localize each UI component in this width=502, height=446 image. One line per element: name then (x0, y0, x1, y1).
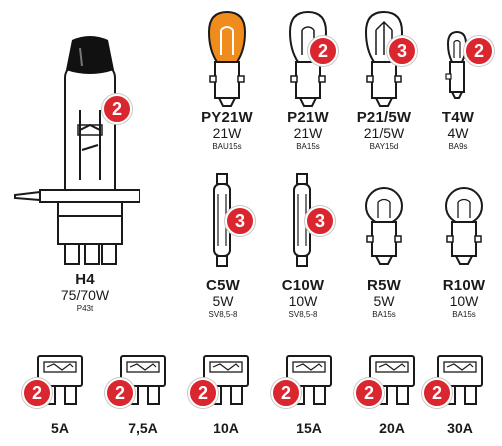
fuse-rating: 7,5A (128, 420, 158, 436)
bulb-label: T4W 4W BA9s (408, 110, 502, 153)
bulb-base: BA15s (372, 310, 396, 319)
bulb-t4w: 2 T4W 4W BA9s (430, 0, 502, 165)
fuse-rating: 5A (51, 420, 69, 436)
bulb-c10w: 3 C10W 10W SV8,5-8 (265, 170, 345, 330)
bulb-label: PY21W 21W BAU15s (177, 110, 277, 153)
t4w-bulb-icon (445, 30, 468, 99)
bulb-name: P21W (287, 109, 329, 126)
bulb-name: H4 (75, 271, 95, 288)
bulb-name: C10W (281, 277, 325, 294)
bulb-wattage: 21W (293, 125, 323, 141)
bulb-label: P21W 21W BA15s (258, 110, 358, 153)
bulb-wattage: 21/5W (363, 125, 405, 141)
h4-bulb-icon (14, 36, 140, 265)
bulb-label: P21/5W 21/5W BAY15d (334, 110, 434, 153)
bulb-wattage: 5W (212, 293, 234, 309)
bulb-name: PY21W (201, 109, 253, 126)
r10w-bulb-icon (445, 187, 483, 265)
bulb-label: H4 75/70W P43t (35, 272, 135, 315)
bulb-name: R10W (442, 277, 486, 294)
fuse-row: 2 5A 2 7,5A 2 10A 2 15A (0, 350, 502, 446)
fuse-rating: 15A (296, 420, 322, 436)
fuse-item: 2 7,5A (103, 350, 185, 446)
fuse-item: 2 15A (269, 350, 351, 446)
qty-badge: 3 (387, 36, 417, 66)
bulb-name: C5W (206, 277, 240, 294)
bulb-name: P21/5W (356, 109, 412, 126)
bulb-base: SV8,5-8 (208, 310, 238, 319)
bulb-wattage: 4W (447, 125, 469, 141)
bulb-base: P43t (76, 304, 94, 313)
qty-badge: 2 (354, 378, 384, 408)
bulb-name: R5W (367, 277, 401, 294)
bulb-base: SV8,5-8 (288, 310, 318, 319)
bulb-name: T4W (441, 109, 475, 126)
bulb-label: R5W 5W BA15s (334, 278, 434, 321)
qty-badge: 2 (464, 36, 494, 66)
bulb-wattage: 10W (288, 293, 318, 309)
bulb-r5w: R5W 5W BA15s (350, 170, 430, 330)
qty-badge: 2 (105, 378, 135, 408)
bulb-py21w: PY21W 21W BAU15s (185, 0, 265, 165)
qty-badge: 2 (422, 378, 452, 408)
fuse-rating: 30A (447, 420, 473, 436)
bulb-label: C10W 10W SV8,5-8 (253, 278, 353, 321)
r5w-bulb-icon (365, 187, 403, 265)
bulb-label: C5W 5W SV8,5-8 (173, 278, 273, 321)
bulb-base: BAY15d (369, 142, 399, 151)
qty-badge: 2 (188, 378, 218, 408)
fuse-item: 2 20A (352, 350, 434, 446)
fuse-item: 2 5A (20, 350, 102, 446)
bulb-wattage: 75/70W (60, 287, 110, 303)
bulb-wattage: 21W (212, 125, 242, 141)
bulb-base: BAU15s (212, 142, 242, 151)
bulb-h4: 2 H4 75/70W P43t (0, 30, 150, 330)
fuse-rating: 20A (379, 420, 405, 436)
qty-badge: 2 (22, 378, 52, 408)
bulb-wattage: 10W (449, 293, 479, 309)
bulb-r10w: R10W 10W BA15s (430, 170, 502, 330)
bulb-base: BA15s (452, 310, 476, 319)
py21w-bulb-icon (207, 10, 247, 107)
bulb-c5w: 3 C5W 5W SV8,5-8 (185, 170, 265, 330)
qty-badge: 3 (305, 206, 335, 236)
fuse-rating: 10A (213, 420, 239, 436)
qty-badge: 3 (225, 206, 255, 236)
bulb-base: BA9s (448, 142, 468, 151)
bulb-wattage: 5W (373, 293, 395, 309)
qty-badge: 2 (102, 94, 132, 124)
fuse-item: 2 10A (186, 350, 268, 446)
bulb-label: R10W 10W BA15s (414, 278, 502, 321)
c10w-bulb-icon (293, 173, 311, 267)
qty-badge: 2 (271, 378, 301, 408)
bulb-p21-5w: 3 P21/5W 21/5W BAY15d (350, 0, 430, 165)
fuse-item: 2 30A (420, 350, 502, 446)
bulb-base: BA15s (296, 142, 320, 151)
blade-fuse-icon (286, 355, 332, 405)
blade-fuse-icon (369, 355, 415, 405)
qty-badge: 2 (308, 36, 338, 66)
bulb-p21w: 2 P21W 21W BA15s (270, 0, 350, 165)
